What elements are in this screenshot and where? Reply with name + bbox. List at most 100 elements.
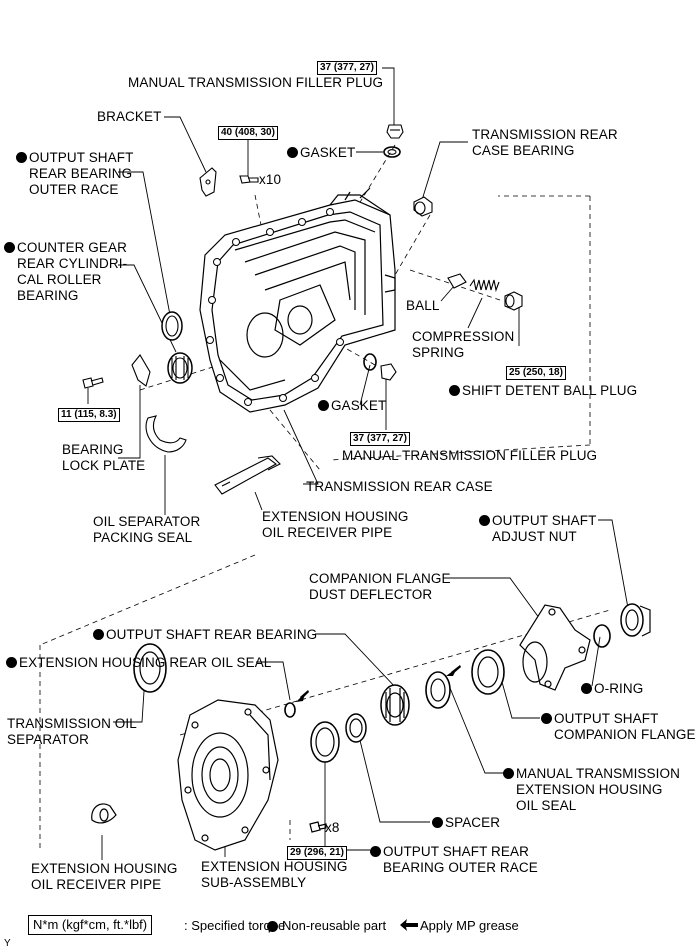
bolt-x8-drawing — [309, 821, 327, 833]
label-ext-housing-1: EXTENSION HOUSING — [201, 859, 348, 874]
label-counter-gear-4: BEARING — [17, 288, 79, 303]
rear-oil-seal-drawing — [284, 702, 296, 718]
label-companion-flange-2: COMPANION FLANGE — [554, 727, 695, 742]
label-ext-pipe-bottom-2: OIL RECEIVER PIPE — [31, 877, 162, 892]
nonreusable-marker-spacer — [432, 817, 443, 828]
label-oil-sep-seal-2: PACKING SEAL — [93, 530, 193, 545]
bottom-parts — [91, 603, 651, 851]
nonreusable-marker-outer-race-top — [16, 152, 27, 163]
lock-plate-bolt-drawing — [82, 377, 104, 389]
roller-bearing-drawing — [167, 352, 193, 384]
label-oring: O-RING — [594, 681, 644, 696]
ext-pipe-bottom-drawing — [91, 803, 117, 824]
rear-case-bearing-drawing — [413, 196, 433, 217]
label-output-outer-race-2: REAR BEARING — [29, 166, 133, 181]
detent-plug-drawing — [504, 291, 523, 311]
legend-nonreusable-dot — [267, 921, 278, 932]
filler-plug-top-drawing — [386, 124, 404, 139]
label-compression-2: SPRING — [412, 345, 465, 360]
label-rear-bearing: OUTPUT SHAFT REAR BEARING — [106, 627, 318, 642]
filler-plug-mid-drawing — [380, 363, 397, 381]
nonreusable-marker-companion-flange — [541, 713, 552, 724]
label-detent-plug: SHIFT DETENT BALL PLUG — [462, 383, 638, 398]
dust-deflector-drawing — [519, 604, 591, 691]
nonreusable-marker-rear-oil-seal — [6, 657, 17, 668]
bearing-lock-plate-drawing — [131, 354, 151, 387]
label-output-outer-race-3: OUTER RACE — [29, 182, 119, 197]
adjust-nut-drawing — [620, 603, 651, 637]
packing-seal-drawing — [145, 415, 187, 453]
corner-mark: Y — [4, 938, 11, 949]
torque-filler-top: 37 (377, 27) — [317, 61, 377, 75]
label-ext-pipe-bottom-1: EXTENSION HOUSING — [31, 861, 178, 876]
label-rear-case: TRANSMISSION REAR CASE — [306, 479, 493, 494]
label-counter-gear-1: COUNTER GEAR — [17, 240, 127, 255]
nonreusable-marker-ext-oil-seal — [503, 768, 514, 779]
label-ext-oil-seal-1: MANUAL TRANSMISSION — [516, 766, 680, 781]
label-ext-pipe-top-1: EXTENSION HOUSING — [262, 509, 409, 524]
label-counter-gear-3: CAL ROLLER — [17, 272, 102, 287]
nonreusable-marker-oring — [581, 683, 592, 694]
label-ext-pipe-top-2: OIL RECEIVER PIPE — [262, 525, 393, 540]
label-adjust-nut-1: OUTPUT SHAFT — [492, 513, 597, 528]
label-gasket-top: GASKET — [300, 145, 356, 160]
ext-oil-seal-drawing — [425, 671, 451, 709]
torque-detent-plug: 25 (250, 18) — [506, 366, 566, 380]
nonreusable-marker-outer-race-bottom — [370, 846, 381, 857]
nonreusable-marker-adjust-nut — [479, 515, 490, 526]
label-outer-race-bottom-1: OUTPUT SHAFT REAR — [383, 844, 529, 859]
legend-torque-text: : Specified torque — [184, 918, 286, 933]
label-dust-deflector-2: DUST DEFLECTOR — [309, 587, 433, 602]
transmission-rear-case-drawing — [199, 187, 396, 413]
legend-nonreusable-text: Non-reusable part — [282, 918, 387, 933]
label-compression-1: COMPRESSION — [412, 329, 515, 344]
rear-bearing-drawing — [380, 684, 410, 726]
label-filler-plug-top: MANUAL TRANSMISSION FILLER PLUG — [128, 75, 384, 90]
label-lock-plate-1: BEARING — [62, 442, 124, 457]
legend-grease-arrow-icon — [400, 919, 418, 931]
label-counter-gear-2: REAR CYLINDRI- — [17, 256, 128, 271]
label-ext-oil-seal-2: EXTENSION HOUSING — [516, 782, 663, 797]
label-rear-case-bearing-2: CASE BEARING — [472, 143, 575, 158]
label-ext-housing-2: SUB-ASSEMBLY — [201, 875, 307, 890]
outer-race-bottom-drawing — [310, 721, 340, 763]
label-ball: BALL — [406, 298, 440, 313]
label-bracket: BRACKET — [97, 109, 162, 124]
bracket-drawing — [199, 167, 217, 197]
label-oil-sep-seal-1: OIL SEPARATOR — [93, 514, 201, 529]
label-x8: x8 — [325, 820, 340, 835]
torque-bolts-x10: 40 (408, 30) — [218, 126, 278, 140]
bolt-x10-drawing — [239, 175, 259, 184]
label-ext-oil-seal-3: OIL SEAL — [516, 798, 577, 813]
label-rear-case-bearing-1: TRANSMISSION REAR — [472, 127, 618, 142]
trans-oil-separator-drawing — [133, 643, 167, 693]
ext-pipe-top-drawing — [214, 455, 281, 495]
torque-lock-plate-bolt: 11 (115, 8.3) — [58, 408, 120, 422]
grease-arrows — [296, 665, 461, 702]
label-adjust-nut-2: ADJUST NUT — [492, 529, 577, 544]
label-outer-race-bottom-2: BEARING OUTER RACE — [383, 860, 538, 875]
companion-flange-ring-drawing — [471, 649, 505, 695]
top-small-parts — [82, 124, 523, 495]
torque-filler-mid: 37 (377, 27) — [350, 432, 410, 446]
label-lock-plate-2: LOCK PLATE — [62, 458, 146, 473]
extension-housing-drawing — [177, 699, 279, 851]
legend-grease-text: Apply MP grease — [420, 918, 519, 933]
oring-drawing — [593, 624, 611, 648]
outer-race-top-drawing — [161, 311, 183, 341]
label-trans-oil-sep-1: TRANSMISSION OIL — [7, 716, 137, 731]
label-filler-plug-mid: MANUAL TRANSMISSION FILLER PLUG — [342, 448, 598, 463]
label-x10: x10 — [259, 172, 282, 187]
label-gasket-mid: GASKET — [331, 398, 387, 413]
gasket-top-drawing — [383, 146, 401, 158]
label-rear-oil-seal: EXTENSION HOUSING REAR OIL SEAL — [19, 655, 272, 670]
nonreusable-marker-rear-bearing — [93, 629, 104, 640]
gasket-mid-drawing — [363, 353, 377, 371]
nonreusable-marker-counter-gear — [4, 242, 15, 253]
ball-drawing — [447, 273, 467, 289]
nonreusable-marker-detent-plug — [449, 385, 460, 396]
legend-torque-unit-box: N*m (kgf*cm, ft.*lbf) — [28, 915, 153, 935]
torque-bolts-x8: 29 (296, 21) — [287, 846, 347, 860]
